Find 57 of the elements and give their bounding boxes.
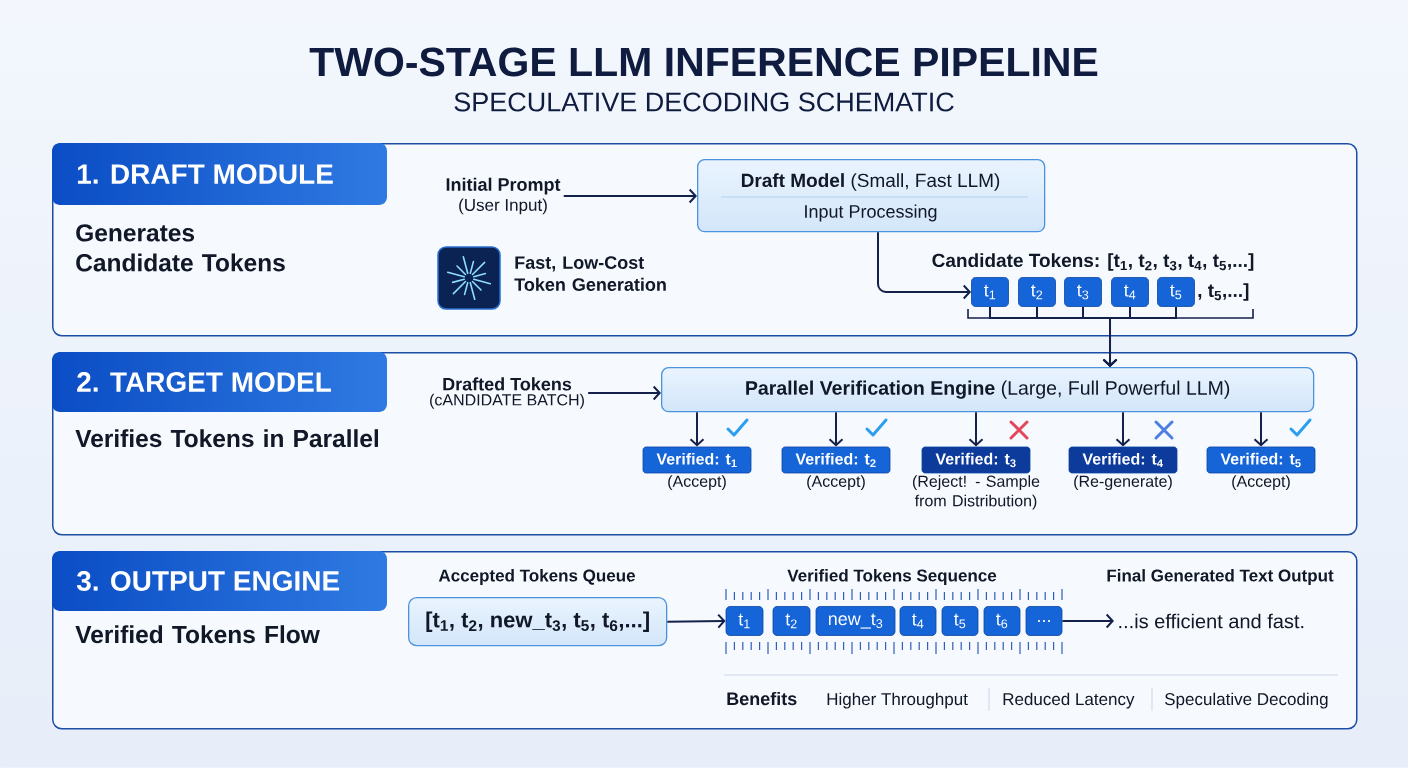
arrow bbox=[1253, 411, 1269, 447]
status-note: (Reject! - Sample from Distribution) bbox=[913, 475, 1040, 510]
token-chip: t$_{4}$ bbox=[899, 606, 937, 636]
output-heading: Final Generated Text Output bbox=[1107, 569, 1334, 585]
model-box: Parallel Verification Engine (Large, Full Powerful LLM) bbox=[661, 367, 1315, 413]
arrow bbox=[1061, 613, 1114, 629]
verified-token-chip: Verified: t$_{4}$ bbox=[1068, 446, 1178, 474]
token-chip: t$_{5}$ bbox=[1157, 277, 1195, 307]
token-chip: t$_{5}$ bbox=[941, 606, 979, 636]
benefits-heading: Benefits bbox=[727, 691, 797, 706]
section-description: Generates Candidate Tokens bbox=[76, 224, 285, 272]
arrow bbox=[828, 411, 844, 447]
input-label: Drafted Tokens (cANDIDATE BATCH) bbox=[430, 377, 584, 409]
arrow bbox=[587, 385, 661, 401]
box-heading: Accepted Tokens Queue bbox=[438, 569, 635, 585]
section-description: Verifies Tokens in Parallel bbox=[75, 429, 378, 448]
token-list-tail: , t$_{5}$,...] bbox=[1198, 283, 1249, 301]
arrow bbox=[562, 188, 697, 204]
token-chip: new_t$_{3}$ bbox=[815, 606, 896, 636]
token-chip: ... bbox=[1025, 606, 1063, 636]
output-text: ...is efficient and fast. bbox=[1119, 613, 1304, 629]
token-chip: t$_{1}$ bbox=[725, 606, 764, 636]
status-note: (Accept) bbox=[1232, 475, 1290, 491]
model-box: Draft Model (Small, Fast LLM) Input Processing bbox=[697, 159, 1046, 233]
sequence-heading: Verified Tokens Sequence bbox=[787, 569, 997, 585]
arrow bbox=[1102, 305, 1177, 367]
token-chip: t$_{2}$ bbox=[1018, 277, 1056, 307]
subtitle: SPECULATIVE DECODING SCHEMATIC bbox=[454, 92, 954, 112]
section-heading: 2. TARGET MODEL bbox=[77, 372, 331, 392]
section-heading: 1. DRAFT MODULE bbox=[77, 164, 333, 184]
section-description: Verified Tokens Flow bbox=[75, 625, 320, 644]
arrow bbox=[666, 613, 726, 629]
token-chip: t$_{2}$ bbox=[772, 606, 811, 636]
verified-token-chip: Verified: t$_{3}$ bbox=[921, 446, 1031, 474]
status-note: (Accept) bbox=[668, 475, 726, 491]
arrow bbox=[968, 411, 984, 447]
token-chip: t$_{1}$ bbox=[971, 277, 1009, 307]
input-label: Initial Prompt (User Input) bbox=[446, 177, 561, 215]
status-note: (Re-generate) bbox=[1074, 475, 1172, 491]
token-chip: t$_{3}$ bbox=[1064, 277, 1102, 307]
verified-token-chip: Verified: t$_{2}$ bbox=[781, 446, 891, 474]
token-list-heading: Candidate Tokens: [t$_{1}$, t$_{2}$, t$_{3}$, t$_{4}$, t$_{5}$,...] bbox=[932, 253, 1254, 271]
title: TWO-STAGE LLM INFERENCE PIPELINE bbox=[309, 47, 1098, 77]
token-chip: t$_{6}$ bbox=[983, 606, 1021, 636]
verified-token-chip: Verified: t$_{5}$ bbox=[1206, 446, 1316, 474]
section-heading: 3. OUTPUT ENGINE bbox=[76, 571, 340, 591]
arrow bbox=[877, 231, 972, 300]
icon-caption: Fast, Low-Cost Token Generation bbox=[514, 256, 666, 291]
verified-token-chip: Verified: t$_{1}$ bbox=[642, 446, 752, 474]
benefit-item: Higher Throughput bbox=[827, 692, 968, 709]
queue-box: [t$_{1}$, t$_{2}$, new_t$_{3}$, t$_{5}$, t$_{6}$,...] bbox=[408, 597, 668, 647]
status-note: (Accept) bbox=[807, 475, 865, 491]
token-chip: t$_{4}$ bbox=[1111, 277, 1149, 307]
arrow bbox=[689, 411, 705, 447]
arrow bbox=[1115, 411, 1131, 447]
benefit-item: Reduced Latency bbox=[1003, 692, 1135, 709]
benefit-item: Speculative Decoding bbox=[1164, 692, 1328, 709]
